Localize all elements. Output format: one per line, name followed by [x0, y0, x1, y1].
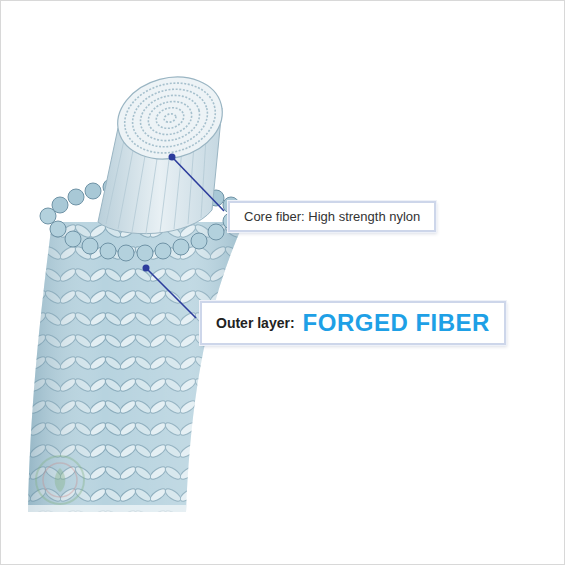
callout-box: Outer layer: FORGED FIBER [200, 301, 506, 345]
callout-highlight: FORGED FIBER [303, 309, 490, 337]
callout-box: Core fiber: High strength nylon [228, 201, 436, 232]
strand-ring-front [40, 204, 250, 261]
core-fiber [98, 66, 232, 234]
outer-braid [28, 222, 244, 512]
callout-label: Core fiber: High strength nylon [244, 209, 420, 224]
leader-lines [143, 154, 225, 319]
callout-label: Outer layer: [216, 315, 295, 331]
watermark-logo [36, 456, 84, 504]
